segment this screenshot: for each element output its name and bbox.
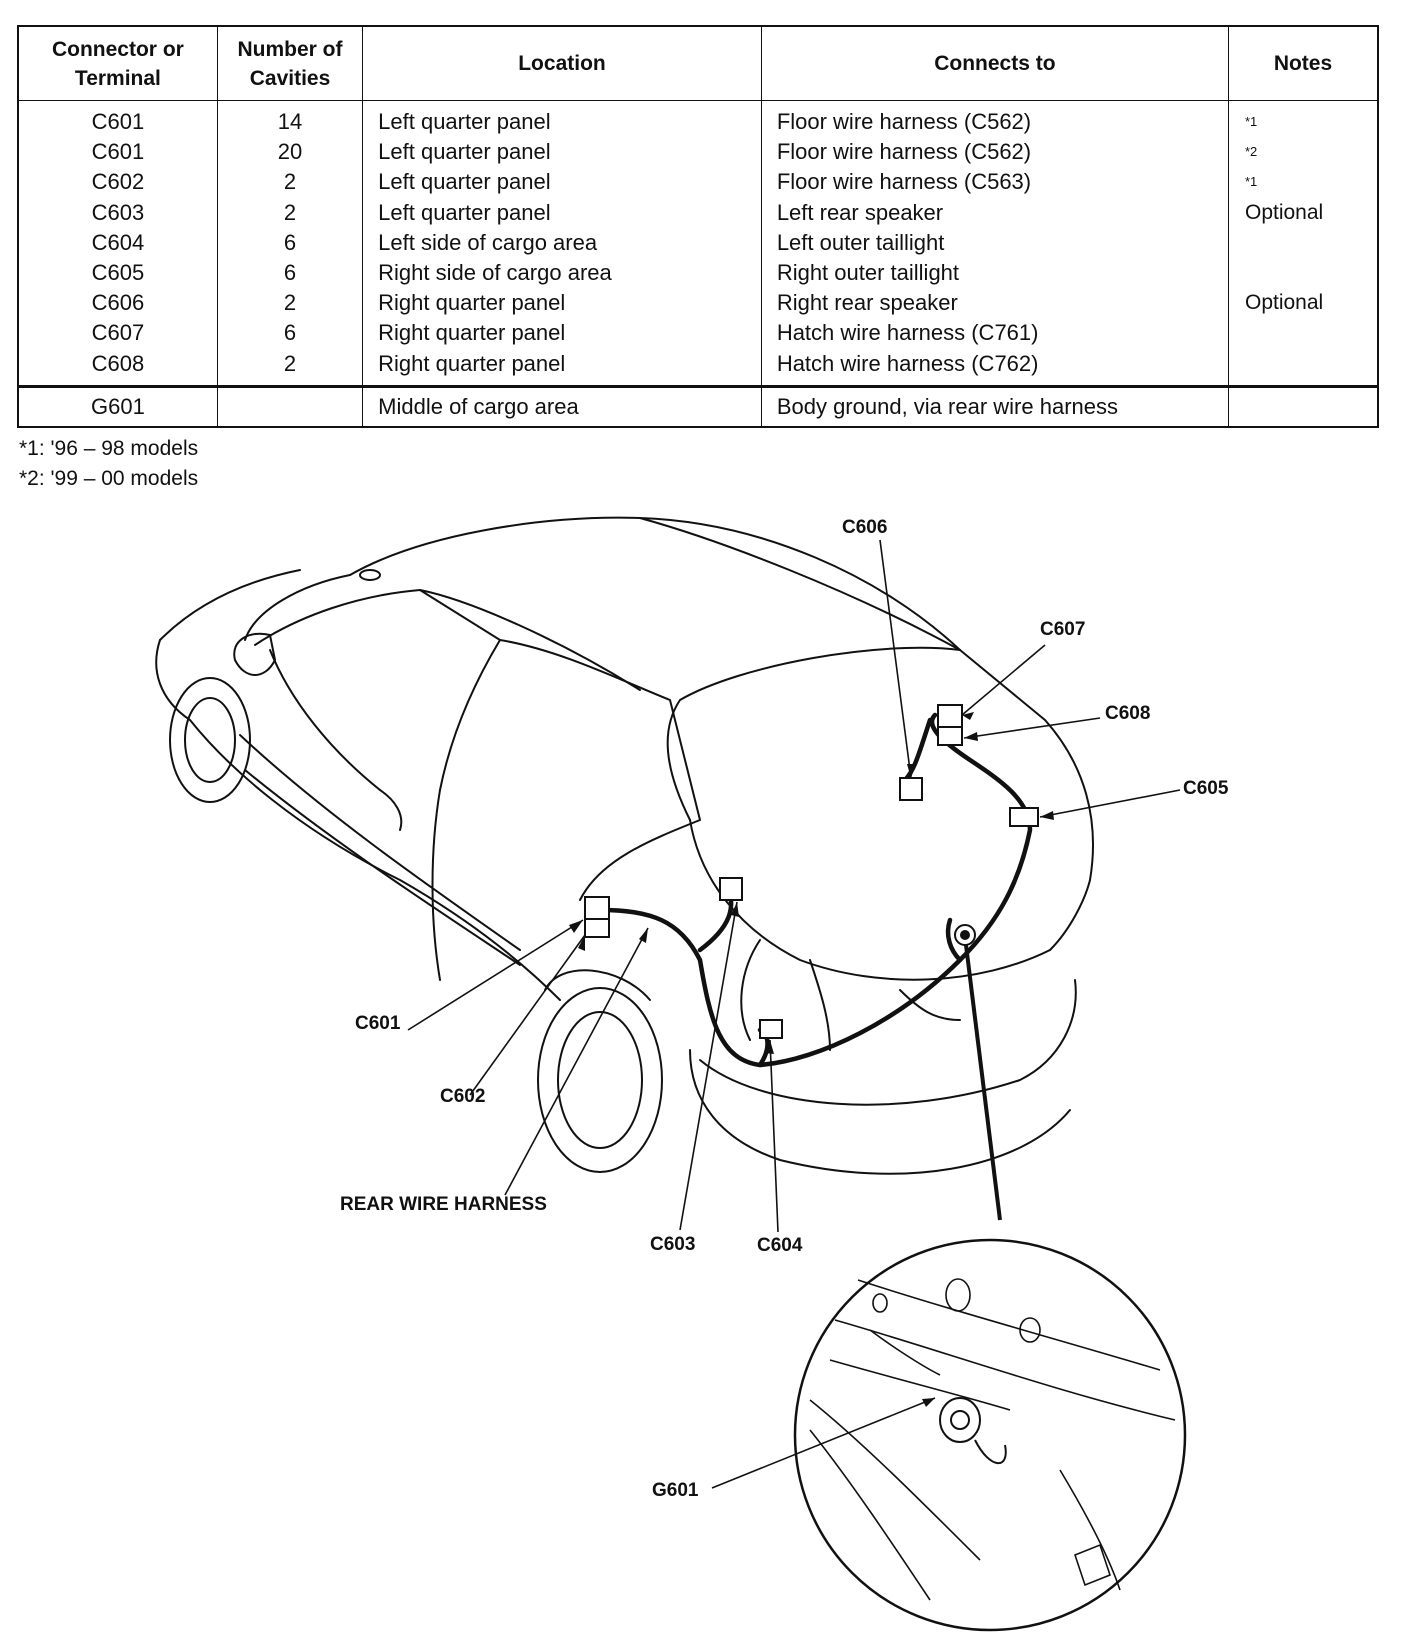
wire-harness	[597, 712, 1033, 1068]
cavities-cell: 2	[216, 197, 364, 228]
note-cell	[1227, 227, 1379, 258]
cavities-cell	[216, 384, 364, 427]
table-header-row: Connector or Terminal Number of Cavities…	[17, 25, 1379, 101]
callout-c603: C603	[650, 1234, 695, 1255]
connector-c608-block	[937, 726, 963, 746]
table-row: C605 6 Right side of cargo area Right ou…	[17, 257, 1379, 289]
header-connects-to: Connects to	[760, 25, 1229, 101]
location-cell: Right quarter panel	[362, 348, 762, 387]
terminal-cell: C601	[17, 100, 218, 138]
cavities-cell: 2	[216, 288, 364, 319]
connector-c606-block	[899, 777, 923, 801]
callout-c608: C608	[1105, 703, 1150, 724]
cavities-cell: 6	[216, 227, 364, 258]
note-cell	[1227, 348, 1379, 387]
cavities-cell: 6	[216, 318, 364, 349]
note-cell: Optional	[1227, 288, 1379, 319]
arrowheads	[569, 712, 1054, 1407]
footnote-models-99-00: *2: '99 – 00 models	[19, 467, 199, 490]
callout-rear-wire-harness: REAR WIRE HARNESS	[340, 1194, 547, 1215]
terminal-cell: C605	[17, 257, 218, 289]
table-row: C606 2 Right quarter panel Right rear sp…	[17, 288, 1379, 319]
location-cell: Right quarter panel	[362, 318, 762, 349]
terminal-cell: C607	[17, 318, 218, 349]
location-cell: Left quarter panel	[362, 197, 762, 228]
table-row: C603 2 Left quarter panel Left rear spea…	[17, 197, 1379, 228]
note-cell: *1	[1227, 100, 1379, 138]
connector-c601-block	[584, 896, 610, 920]
diagram-callout-labels: C601 C602 REAR WIRE HARNESS C603 C604 C6…	[340, 517, 1229, 1501]
note-cell	[1227, 257, 1379, 289]
car-body-outline	[155, 516, 1094, 1175]
connects-to-cell: Hatch wire harness (C761)	[760, 318, 1229, 349]
header-terminal: Connector or Terminal	[17, 25, 218, 101]
connects-to-cell: Floor wire harness (C562)	[760, 100, 1229, 138]
header-cavities: Number of Cavities	[216, 25, 364, 101]
note-cell: *1	[1227, 167, 1379, 198]
connects-to-cell: Floor wire harness (C562)	[760, 137, 1229, 168]
table-row: C604 6 Left side of cargo area Left oute…	[17, 227, 1379, 258]
terminal-cell: C602	[17, 167, 218, 198]
callout-c607: C607	[1040, 619, 1085, 640]
note-cell: *2	[1227, 137, 1379, 168]
connects-to-cell: Left outer taillight	[760, 227, 1229, 258]
connector-c602-block	[584, 918, 610, 938]
callout-c601: C601	[355, 1013, 401, 1034]
table-row: C601 20 Left quarter panel Floor wire ha…	[17, 137, 1379, 168]
connector-c603-block	[719, 877, 743, 901]
location-cell: Left quarter panel	[362, 167, 762, 198]
callout-c606: C606	[842, 517, 887, 538]
terminal-cell: C603	[17, 197, 218, 228]
table-row: C602 2 Left quarter panel Floor wire har…	[17, 167, 1379, 198]
g601-detail-inset	[793, 1238, 1187, 1632]
callout-g601: G601	[652, 1480, 699, 1501]
connects-to-cell: Body ground, via rear wire harness	[760, 384, 1229, 427]
location-cell: Middle of cargo area	[362, 384, 762, 427]
callout-c605: C605	[1183, 778, 1229, 799]
footnote-models-96-98: *1: '96 – 98 models	[19, 437, 199, 460]
location-cell: Left side of cargo area	[362, 227, 762, 258]
ground-row: G601 Middle of cargo area Body ground, v…	[17, 384, 1379, 427]
header-location: Location	[362, 25, 762, 101]
location-cell: Left quarter panel	[362, 100, 762, 138]
location-cell: Right quarter panel	[362, 288, 762, 319]
ground-g601-eyelet-inner	[960, 930, 970, 940]
table-row: C608 2 Right quarter panel Hatch wire ha…	[17, 348, 1379, 387]
terminal-cell: C604	[17, 227, 218, 258]
note-cell	[1227, 384, 1379, 427]
table-row: C607 6 Right quarter panel Hatch wire ha…	[17, 318, 1379, 349]
table-row: C601 14 Left quarter panel Floor wire ha…	[17, 100, 1379, 138]
cavities-cell: 6	[216, 257, 364, 289]
connector-blocks	[584, 704, 1039, 1039]
terminal-cell: C601	[17, 137, 218, 168]
connector-c604-block	[759, 1019, 783, 1039]
connector-c605-block	[1009, 807, 1039, 827]
cavities-cell: 20	[216, 137, 364, 168]
terminal-cell: C608	[17, 348, 218, 387]
connects-to-cell: Hatch wire harness (C762)	[760, 348, 1229, 387]
connects-to-cell: Left rear speaker	[760, 197, 1229, 228]
terminal-cell: C606	[17, 288, 218, 319]
cavities-cell: 14	[216, 100, 364, 138]
connector-c607-block	[937, 704, 963, 728]
connects-to-cell: Right outer taillight	[760, 257, 1229, 289]
note-cell	[1227, 318, 1379, 349]
location-cell: Left quarter panel	[362, 137, 762, 168]
cavities-cell: 2	[216, 167, 364, 198]
note-cell: Optional	[1227, 197, 1379, 228]
header-notes: Notes	[1227, 25, 1379, 101]
connects-to-cell: Floor wire harness (C563)	[760, 167, 1229, 198]
location-cell: Right side of cargo area	[362, 257, 762, 289]
cavities-cell: 2	[216, 348, 364, 387]
callout-c602: C602	[440, 1086, 485, 1107]
car-wiring-diagram: C601 C602 REAR WIRE HARNESS C603 C604 C6…	[155, 516, 1229, 1632]
terminal-cell: G601	[17, 384, 218, 427]
connects-to-cell: Right rear speaker	[760, 288, 1229, 319]
callout-c604: C604	[757, 1235, 803, 1256]
connector-table: Connector or Terminal Number of Cavities…	[17, 25, 1379, 428]
callout-leaders	[407, 539, 1181, 1489]
